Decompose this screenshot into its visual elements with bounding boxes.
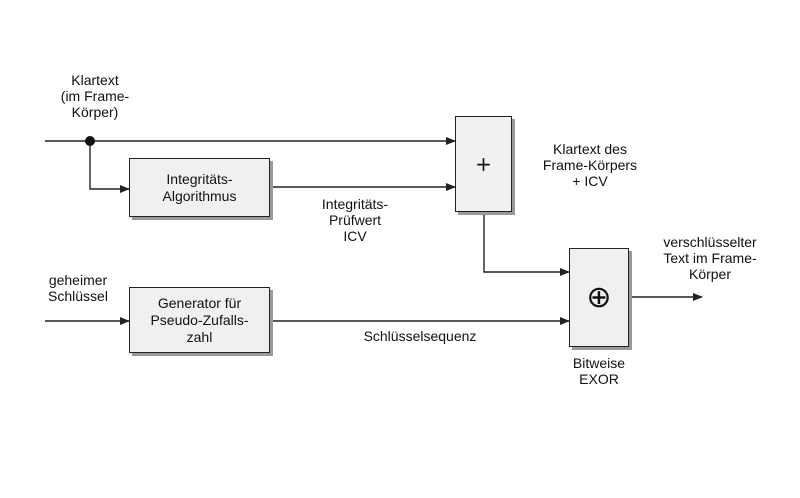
secret-key-label: geheimer Schlüssel [48, 272, 108, 304]
branch-junction-dot [85, 136, 95, 146]
xor-symbol: ⊕ [586, 280, 612, 315]
ciphertext-label: verschlüsselter Text im Frame- Körper [663, 234, 757, 282]
concat-block: + [455, 116, 512, 212]
xor-label: Bitweise EXOR [572, 355, 626, 387]
plus-symbol: + [475, 152, 492, 176]
xor-block: ⊕ [569, 248, 629, 347]
concat-output-line [483, 212, 570, 276]
prng-block: Generator für Pseudo-Zufalls- zahl [129, 287, 270, 353]
plaintext-branch-line [89, 141, 130, 193]
keystream-label: Schlüsselsequenz [363, 328, 477, 344]
plaintext-label: Klartext (im Frame- Körper) [60, 72, 130, 120]
prng-label: Generator für Pseudo-Zufalls- zahl [150, 294, 249, 345]
icv-label: Integritäts- Prüfwert ICV [321, 196, 389, 244]
concat-output-label: Klartext des Frame-Körpers + ICV [542, 141, 638, 189]
integrity-algorithm-block: Integritäts- Algorithmus [129, 158, 270, 217]
integrity-algorithm-label: Integritäts- Algorithmus [162, 170, 237, 204]
